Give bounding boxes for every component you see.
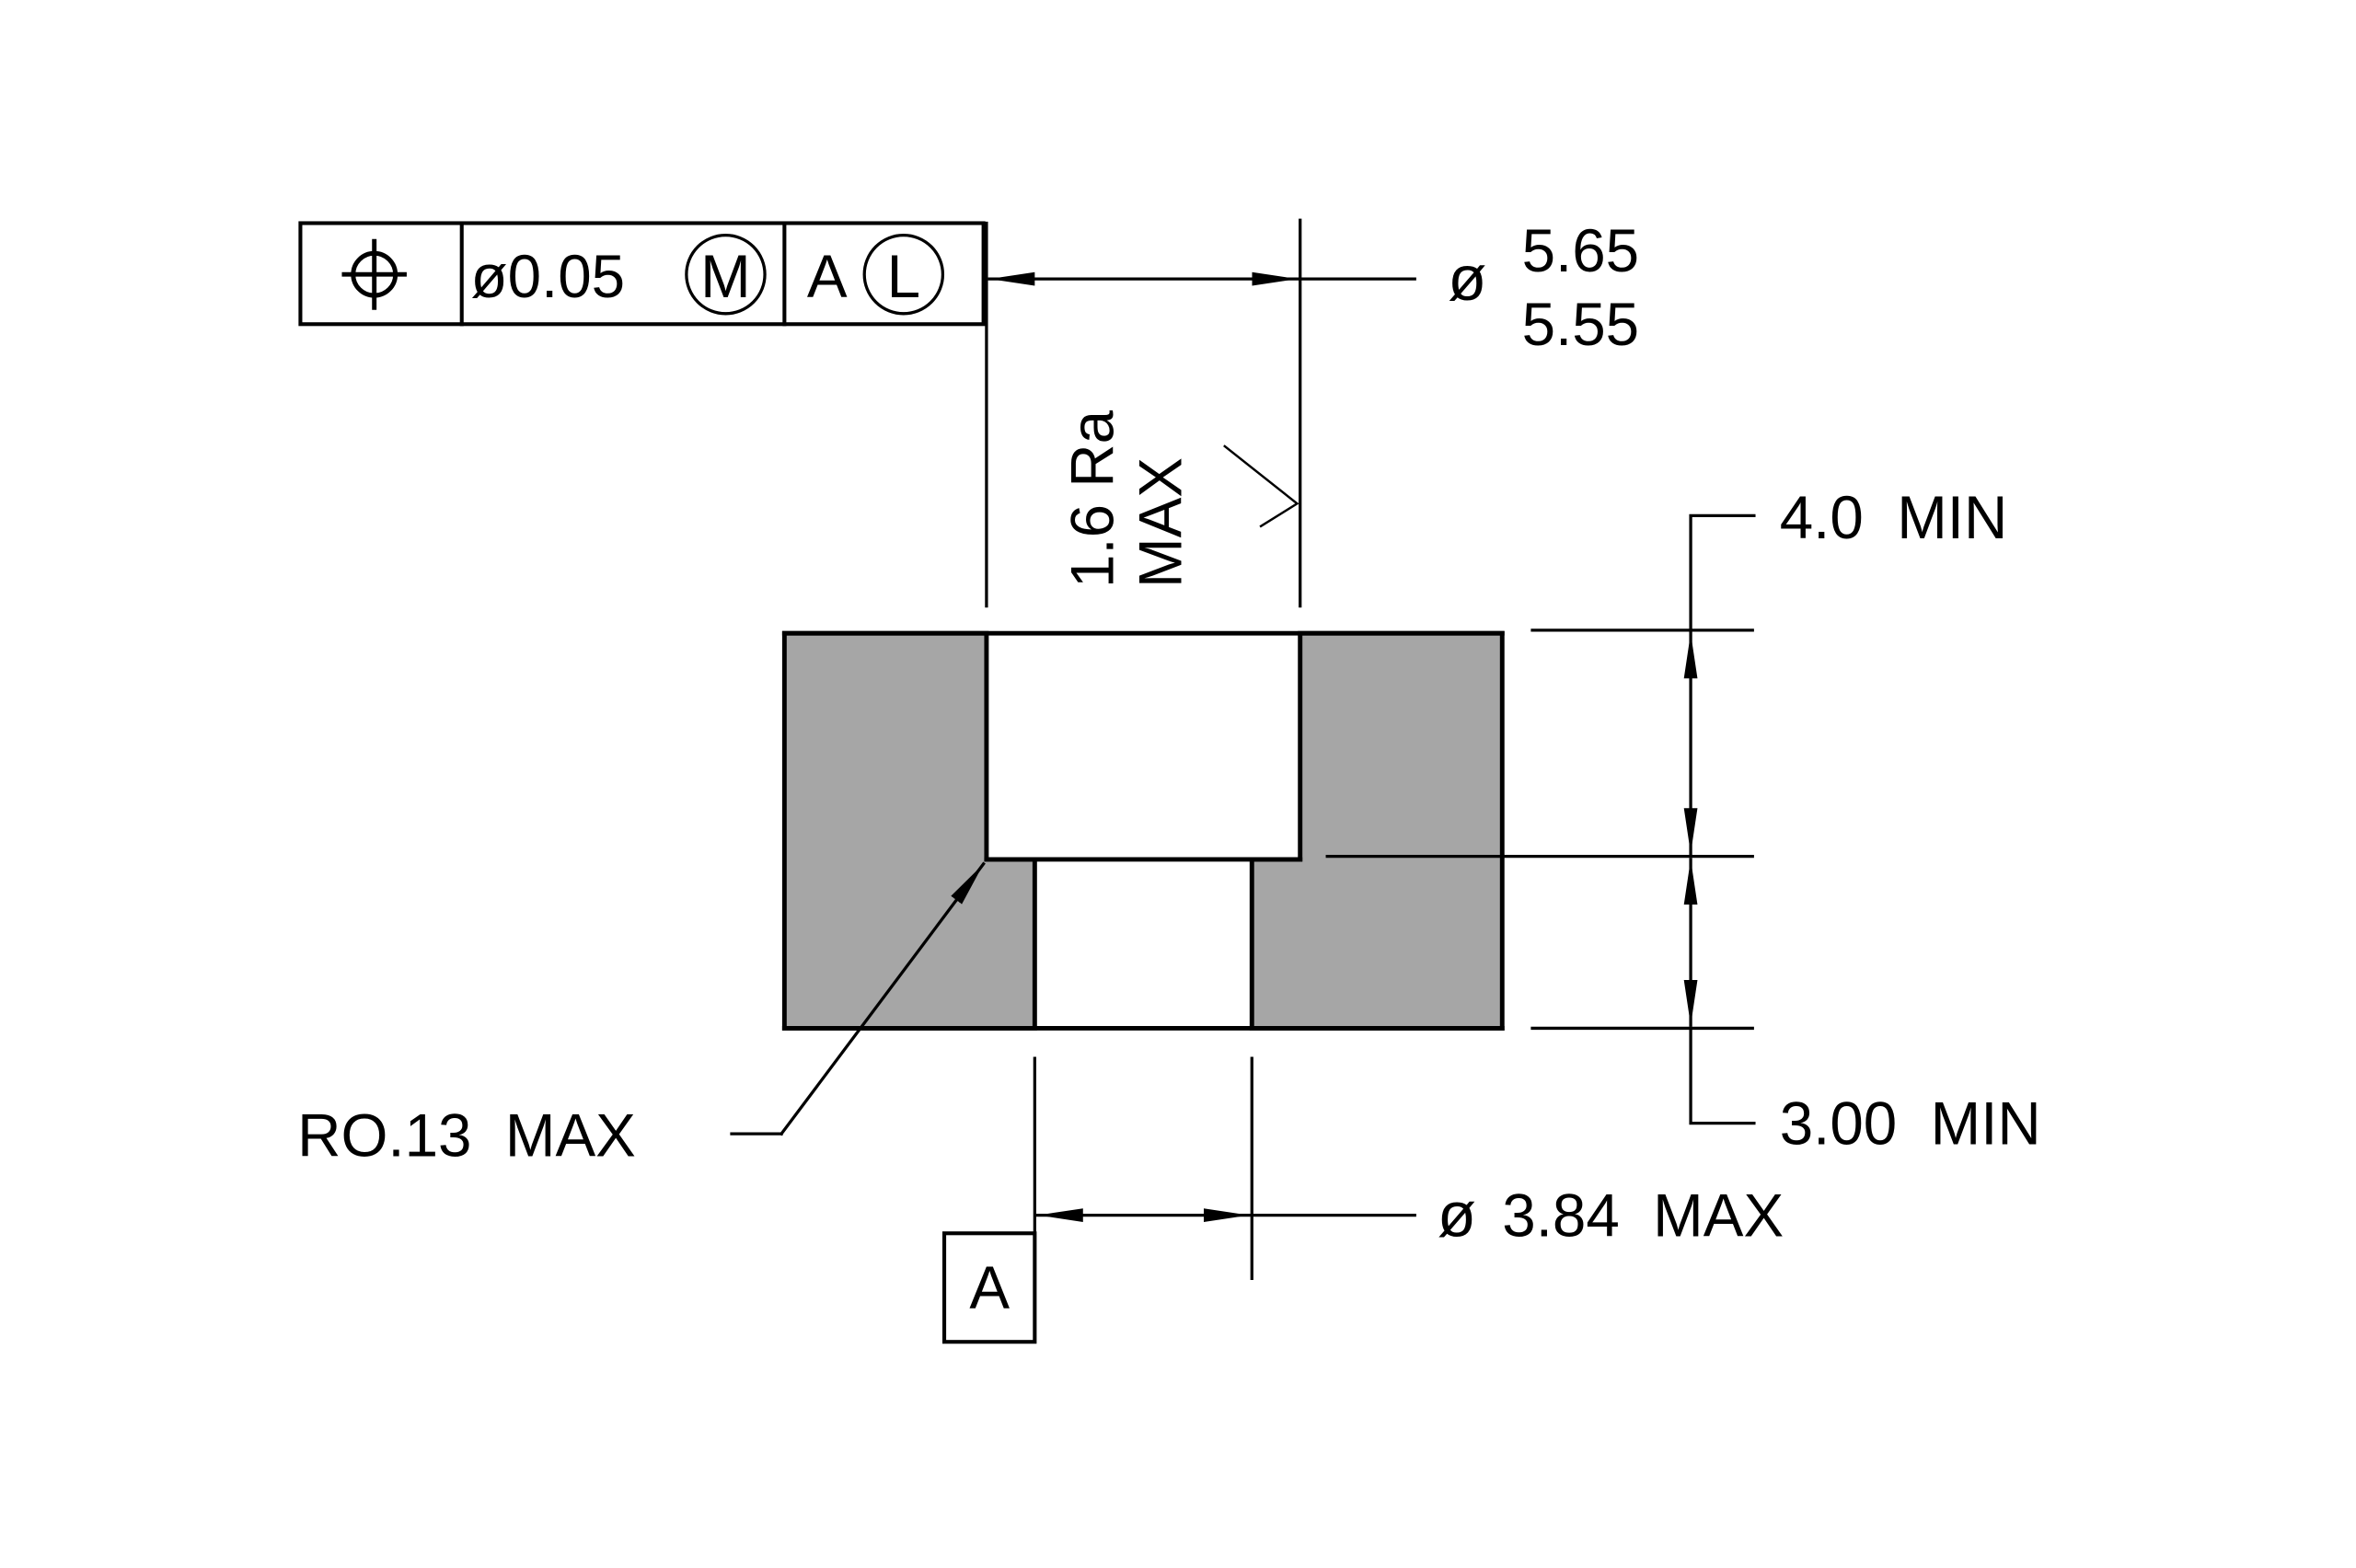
fcf-tolerance: ø0.05 [471, 243, 626, 310]
fcf-border [298, 221, 986, 327]
bore-lower-limit: 5.55 [1522, 291, 1640, 358]
through-length-text: 3.00 MIN [1780, 1090, 2041, 1158]
part-section [781, 630, 1505, 1031]
fcf-datum: A [807, 243, 848, 310]
datum-feature: A [941, 1231, 1037, 1344]
through-length-leader [1689, 1026, 1756, 1125]
radius-callout: RO.13 MAX [297, 861, 986, 1170]
mmc-modifier: M [700, 243, 751, 310]
bore-upper-limit: 5.65 [1522, 217, 1640, 284]
surface-finish-icon [1223, 444, 1299, 528]
hole-diameter-symbol: ø [1438, 1180, 1476, 1251]
counterbore-depth-text: 4.0 MIN [1780, 484, 2008, 551]
depth-dimensions: 4.0 MIN 3.00 MIN [1325, 484, 2041, 1158]
counterbore-depth-leader [1689, 513, 1756, 632]
lmc-modifier-circle [862, 233, 945, 316]
section-right-wall [1249, 630, 1505, 1031]
datum-box [941, 1231, 1037, 1344]
bore-dimension: ø 5.65 5.55 [985, 217, 1640, 608]
surface-finish: 1.6 Ra MAX [1059, 409, 1299, 588]
bore-diameter-symbol: ø [1448, 243, 1486, 314]
section-left-wall [781, 630, 1037, 1031]
radius-text: RO.13 MAX [297, 1102, 636, 1170]
feature-control-frame: ø0.05 M A L [298, 221, 986, 327]
hole-diameter-text: 3.84 MAX [1502, 1182, 1784, 1250]
radius-leader [779, 861, 986, 1136]
surface-finish-limit: MAX [1126, 457, 1194, 588]
surface-finish-value: 1.6 Ra [1059, 409, 1126, 588]
position-icon [341, 238, 407, 310]
mmc-modifier-circle [685, 233, 767, 316]
datum-letter: A [969, 1254, 1010, 1321]
hole-dimension: ø 3.84 MAX [1033, 1056, 1784, 1281]
lmc-modifier: L [887, 243, 920, 310]
